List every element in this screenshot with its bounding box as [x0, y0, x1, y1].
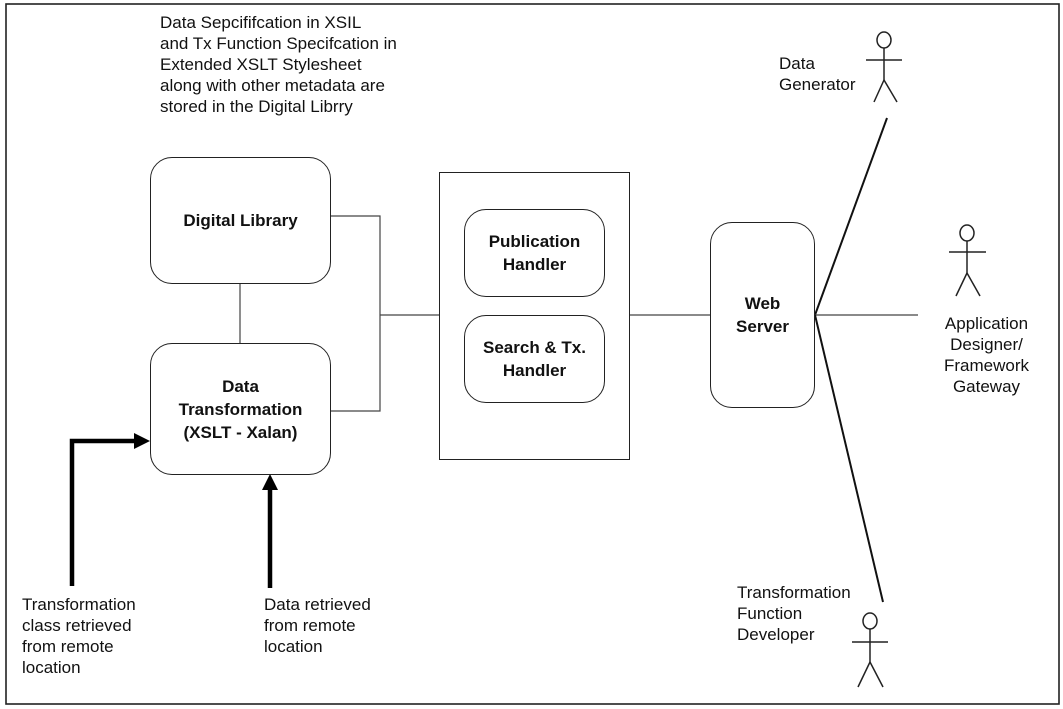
transformation-class-arrowhead [134, 433, 150, 449]
transformation-class-arrow [69, 438, 138, 586]
search-tx-handler-box: Search & Tx. Handler [464, 315, 605, 403]
data-generator-actor-icon [866, 31, 902, 103]
diagram-frame [5, 3, 1060, 705]
library-storage-note: Data Sepcififcation in XSIL and Tx Funct… [160, 13, 397, 116]
web-server-box: Web Server [710, 222, 815, 408]
webserver-to-data-generator-link [814, 117, 888, 316]
data-retrieved-arrowhead [262, 474, 278, 490]
application-designer-actor-icon [949, 224, 986, 297]
transformation-developer-actor-icon [852, 612, 888, 688]
application-designer-label: Application Designer/ Framework Gateway [944, 314, 1030, 396]
digital-library-box: Digital Library [150, 157, 331, 284]
publication-handler-box: Publication Handler [464, 209, 605, 297]
transformation-class-note: Transformation class retrieved from remo… [22, 595, 136, 677]
data-generator-label: Data Generator [779, 54, 856, 94]
left-boxes-bracket [331, 215, 381, 412]
data-transformation-box: Data Transformation (XSLT - Xalan) [150, 343, 331, 475]
transformation-developer-label: Transformation Function Developer [737, 583, 851, 644]
webserver-to-transformation-developer-link [814, 314, 884, 603]
data-retrieved-note: Data retrieved from remote location [264, 595, 371, 656]
